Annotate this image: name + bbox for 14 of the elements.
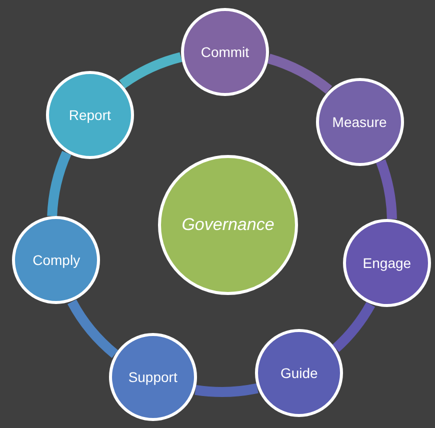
circle-label: Support xyxy=(128,369,178,386)
circle-label: Commit xyxy=(200,44,250,60)
ring-connector xyxy=(332,302,375,352)
circle-label: Measure xyxy=(332,114,387,130)
circle-label: Governance xyxy=(182,215,274,235)
ring-connector xyxy=(47,151,72,216)
circle-label: Guide xyxy=(280,365,318,382)
circle-label: Report xyxy=(68,107,111,123)
ring-connector xyxy=(68,299,118,358)
ring-connector xyxy=(376,160,397,220)
ring-connector xyxy=(194,383,258,397)
circle-label: Engage xyxy=(362,255,412,272)
circle-label: Comply xyxy=(32,252,80,268)
ring-connector xyxy=(267,54,332,94)
